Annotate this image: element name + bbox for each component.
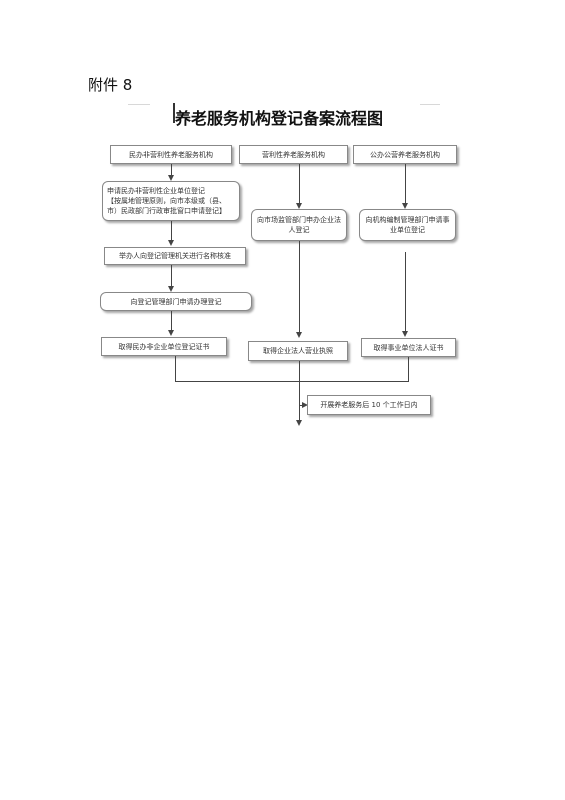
node-public-org-label: 公办公营养老服务机构 — [370, 150, 440, 159]
arrow-to-filing — [302, 402, 308, 408]
node-staff-reg: 向机构编制管理部门申请事业单位登记 — [359, 209, 456, 241]
node-market-reg-label: 向市场监管部门申办企业法人登记 — [257, 216, 341, 234]
arrow-final-down — [296, 420, 302, 426]
title-decoration-left — [128, 104, 150, 105]
node-nonprofit-cert-label: 取得民办非企业单位登记证书 — [118, 342, 210, 351]
node-public-cert-label: 取得事业单位法人证书 — [373, 343, 444, 352]
connector-nonprofit-to-apply — [171, 164, 172, 176]
arrow-name-to-reg — [168, 286, 174, 292]
node-nonprofit-org: 民办非营利性养老服务机构 — [110, 145, 232, 164]
node-apply-nonprofit: 申请民办非营利性企业单位登记 【按属地管理原则，向市本级或（县、 市）民政部门行… — [102, 181, 240, 221]
merge-line-horizontal — [175, 381, 409, 382]
node-business-license-label: 取得企业法人营业执照 — [263, 347, 333, 355]
node-name-check-label: 举办人向登记管理机关进行名称核准 — [119, 252, 231, 260]
node-apply-reg: 向登记管理部门申请办理登记 — [100, 292, 252, 311]
merge-line-right — [408, 357, 409, 381]
node-nonprofit-cert: 取得民办非企业单位登记证书 — [101, 337, 227, 356]
node-public-org: 公办公营养老服务机构 — [353, 145, 457, 164]
connector-to-filing — [299, 405, 303, 406]
attachment-label: 附件 8 — [88, 76, 133, 94]
node-market-reg: 向市场监管部门申办企业法人登记 — [251, 209, 347, 241]
connector-merge-down — [299, 381, 300, 421]
arrow-market-to-license — [296, 332, 302, 338]
node-name-check: 举办人向登记管理机关进行名称核准 — [104, 247, 246, 265]
connector-public-to-staff — [405, 164, 406, 204]
title-decoration-right — [420, 104, 440, 105]
arrow-apply-to-name — [168, 240, 174, 246]
node-forprofit-org-label: 营利性养老服务机构 — [262, 150, 325, 159]
connector-name-to-reg — [171, 265, 172, 287]
merge-line-left — [175, 356, 176, 381]
merge-line-center — [299, 361, 300, 381]
page-title: 养老服务机构登记备案流程图 — [175, 109, 384, 128]
arrow-forprofit-to-market — [296, 203, 302, 209]
node-public-cert: 取得事业单位法人证书 — [361, 338, 456, 357]
node-staff-reg-label: 向机构编制管理部门申请事业单位登记 — [365, 216, 450, 234]
arrow-staff-to-cert — [402, 331, 408, 337]
arrow-reg-to-cert — [168, 330, 174, 336]
title-bar — [173, 103, 175, 123]
node-forprofit-org: 营利性养老服务机构 — [239, 145, 348, 164]
arrow-public-to-staff — [402, 203, 408, 209]
node-filing-label: 开展养老服务后 10 个工作日内 — [320, 401, 418, 409]
connector-reg-to-cert — [171, 311, 172, 331]
connector-apply-to-name — [171, 221, 172, 241]
node-apply-reg-label: 向登记管理部门申请办理登记 — [130, 297, 222, 306]
node-apply-nonprofit-line3: 市）民政部门行政审批窗口申请登记】 — [107, 207, 226, 215]
connector-forprofit-to-market — [299, 164, 300, 204]
connector-staff-to-cert — [405, 252, 406, 332]
arrow-nonprofit-to-apply — [168, 175, 174, 181]
connector-market-to-license — [299, 241, 300, 333]
node-filing: 开展养老服务后 10 个工作日内 — [307, 395, 431, 415]
node-apply-nonprofit-line2: 【按属地管理原则，向市本级或（县、 — [107, 197, 226, 205]
node-business-license: 取得企业法人营业执照 — [248, 341, 348, 361]
node-apply-nonprofit-line1: 申请民办非营利性企业单位登记 — [107, 187, 205, 195]
node-nonprofit-org-label: 民办非营利性养老服务机构 — [129, 150, 213, 159]
